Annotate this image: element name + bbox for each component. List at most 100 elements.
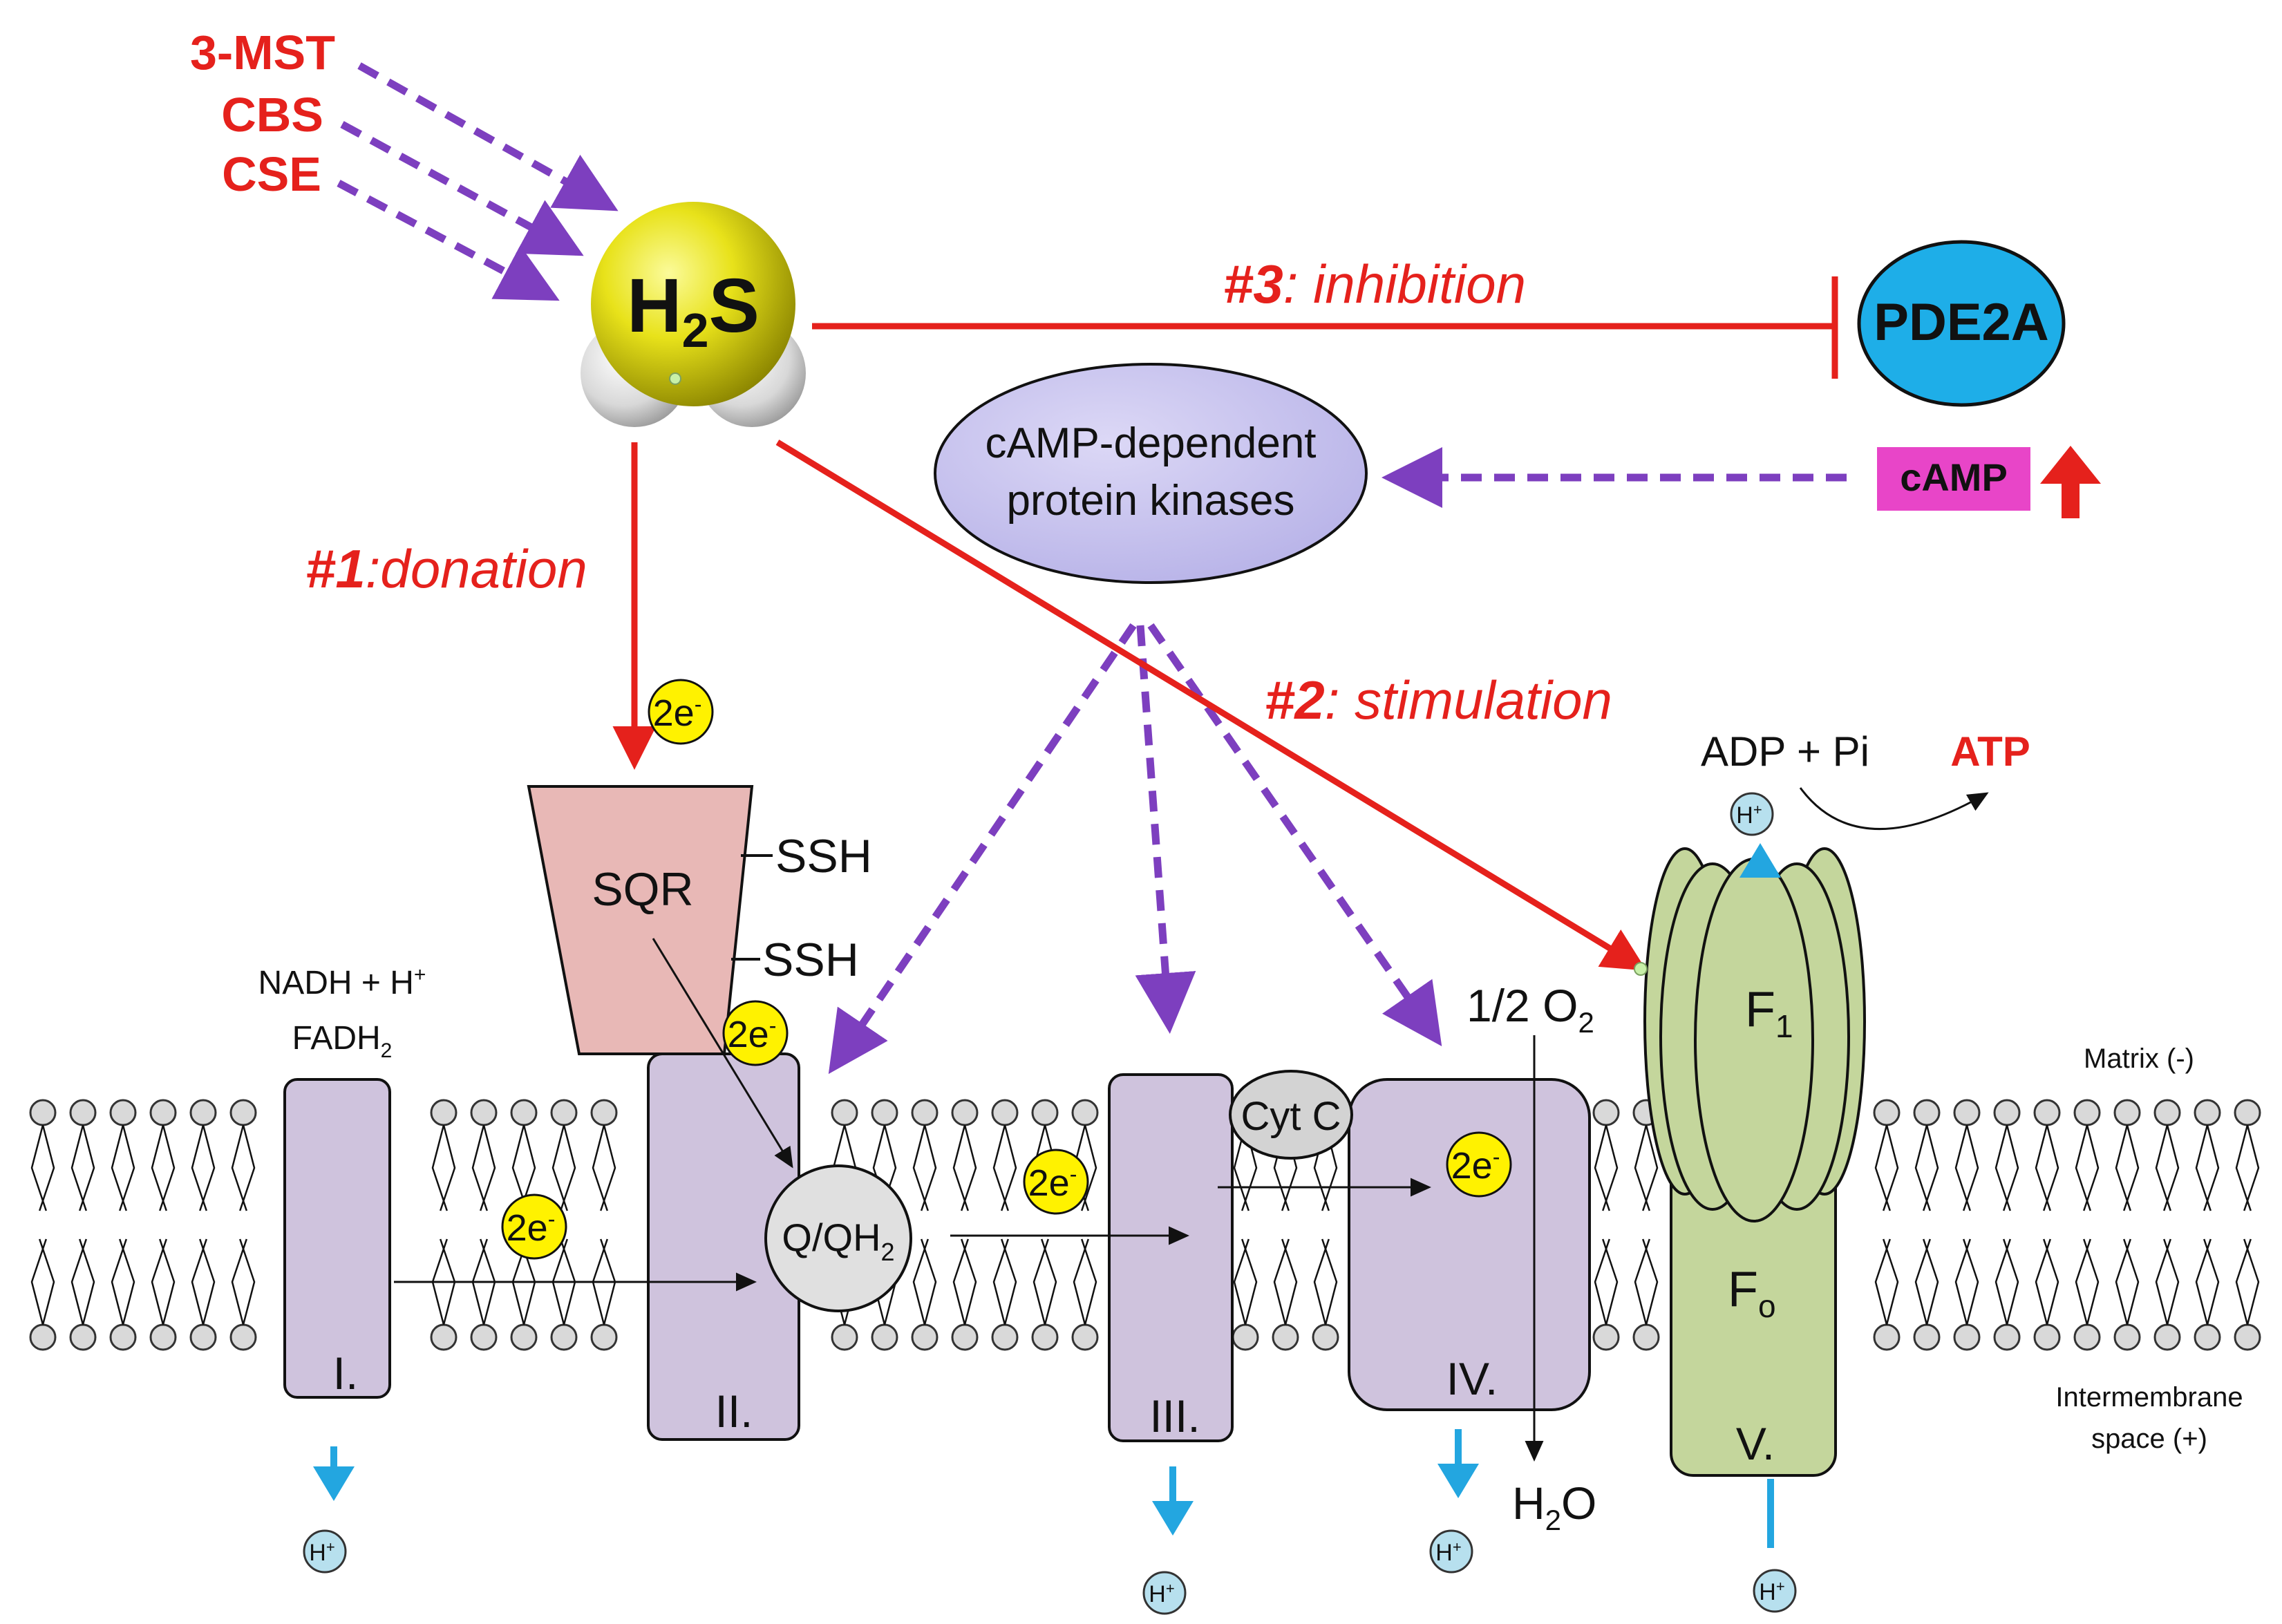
stimulation-arrow bbox=[775, 440, 1647, 971]
lipid-head bbox=[1031, 1323, 1059, 1351]
lipid-tail bbox=[30, 1124, 47, 1211]
lipid-head bbox=[2073, 1099, 2101, 1126]
lipid-head bbox=[149, 1099, 177, 1126]
electron-badge-circle bbox=[722, 1000, 789, 1066]
lipid-head bbox=[229, 1323, 257, 1351]
lipid-tail bbox=[1081, 1124, 1097, 1211]
lipid-head bbox=[1071, 1099, 1099, 1126]
lipid-head bbox=[951, 1099, 979, 1126]
lipid-head bbox=[2033, 1323, 2061, 1351]
lipid-tail bbox=[231, 1238, 247, 1325]
lipid-tail bbox=[2195, 1238, 2212, 1325]
lipid-tail bbox=[440, 1124, 456, 1211]
atp-synthase-contact-dot bbox=[1634, 962, 1648, 976]
proton-circle bbox=[1730, 792, 1774, 836]
lipid-tail bbox=[239, 1238, 256, 1325]
lipid-tail bbox=[30, 1238, 47, 1325]
lipid-tail bbox=[70, 1238, 87, 1325]
complex-ii-label: II. bbox=[715, 1386, 753, 1437]
complex-i-label: I. bbox=[333, 1348, 359, 1399]
lipid-tail bbox=[2195, 1124, 2212, 1211]
lipid-head bbox=[590, 1099, 618, 1126]
lipid-tail bbox=[2155, 1124, 2171, 1211]
lipid-tail bbox=[2003, 1124, 2019, 1211]
electron-badge-text: 2e- bbox=[728, 1013, 777, 1055]
lipid-tail bbox=[111, 1238, 127, 1325]
lipid-head bbox=[1873, 1323, 1901, 1351]
proton-text: H+ bbox=[1736, 801, 1762, 829]
lipid-tail bbox=[2043, 1238, 2059, 1325]
lipid-tail bbox=[600, 1124, 616, 1211]
stimulation-label: #2: stimulation bbox=[1265, 670, 1612, 730]
lipid-tail bbox=[592, 1124, 608, 1211]
lipid-head bbox=[590, 1323, 618, 1351]
lipid-head bbox=[911, 1099, 939, 1126]
lipid-tail bbox=[2083, 1124, 2100, 1211]
sqr-enzyme: SQR SSH SSH bbox=[527, 785, 872, 1055]
atp-synthase-f1-subunit-5 bbox=[1694, 858, 1814, 1222]
lipid-tail bbox=[2155, 1238, 2171, 1325]
lipid-head bbox=[1953, 1323, 1981, 1351]
lipid-tail bbox=[1914, 1124, 1931, 1211]
nadh-label: NADH + H+ bbox=[258, 963, 426, 1001]
lipid-tail bbox=[1642, 1238, 1659, 1325]
lipid-tail bbox=[1963, 1238, 1979, 1325]
arrow-kinase-complex3 bbox=[1135, 625, 1196, 1034]
lipid-tail bbox=[1594, 1124, 1610, 1211]
lipid-tail bbox=[1954, 1238, 1971, 1325]
adp-to-atp-arrow bbox=[1799, 787, 1989, 831]
lipid-head bbox=[189, 1099, 217, 1126]
lipid-head bbox=[470, 1323, 498, 1351]
inhibition-label: #3: inhibition bbox=[1223, 254, 1526, 314]
lipid-head bbox=[1272, 1323, 1299, 1351]
lipid-tail bbox=[2083, 1238, 2100, 1325]
lipid-head bbox=[1993, 1323, 2021, 1351]
lipid-tail bbox=[1995, 1238, 2011, 1325]
electron-badge-text: 2e- bbox=[507, 1207, 556, 1249]
lipid-head bbox=[189, 1323, 217, 1351]
lipid-tail bbox=[111, 1124, 127, 1211]
lipid-tail bbox=[79, 1238, 95, 1325]
lipid-tail bbox=[191, 1124, 207, 1211]
electron-badge-complex2: 2e- bbox=[722, 1000, 789, 1066]
lipid-head bbox=[29, 1323, 57, 1351]
lipid-tail bbox=[961, 1238, 977, 1325]
electron-badge-text: 2e- bbox=[1028, 1162, 1077, 1204]
proton-circle bbox=[1142, 1571, 1187, 1615]
lipid-tail bbox=[1081, 1238, 1097, 1325]
complex-i: I. bbox=[283, 1078, 391, 1399]
complex-iii-body bbox=[1108, 1073, 1234, 1442]
electron-badge-circle bbox=[648, 679, 714, 745]
lipid-tail bbox=[39, 1238, 55, 1325]
arrow-3mst-h2s bbox=[357, 62, 619, 211]
complex-iii: III. bbox=[1108, 1073, 1234, 1442]
arrow-sqr-to-q bbox=[652, 938, 793, 1169]
lipid-head bbox=[430, 1099, 458, 1126]
lipid-tail bbox=[992, 1124, 1009, 1211]
enzyme-cse: CSE bbox=[222, 147, 321, 201]
pde2a-label: PDE2A bbox=[1874, 293, 2048, 352]
cytc-ellipse bbox=[1229, 1070, 1353, 1160]
lipid-head bbox=[1913, 1323, 1941, 1351]
quinone-circle bbox=[764, 1164, 912, 1312]
lipid-tail bbox=[1954, 1124, 1971, 1211]
lipid-tail bbox=[1914, 1238, 1931, 1325]
lipid-tail bbox=[912, 1238, 929, 1325]
lipid-tail bbox=[1233, 1238, 1250, 1325]
kinase-to-complex-arrows bbox=[828, 623, 1442, 1075]
proton-badge-c4: H+ bbox=[1429, 1529, 1473, 1574]
lipid-head bbox=[1873, 1099, 1901, 1126]
lipid-tail bbox=[952, 1238, 969, 1325]
complex-iii-label: III. bbox=[1149, 1390, 1200, 1442]
lipid-head bbox=[109, 1099, 137, 1126]
lipid-tail bbox=[560, 1124, 576, 1211]
lipid-tail bbox=[2115, 1238, 2131, 1325]
lipid-tail bbox=[1642, 1124, 1659, 1211]
lipid-tail bbox=[239, 1124, 256, 1211]
arrow-cse-h2s bbox=[337, 180, 560, 301]
proton-text: H+ bbox=[309, 1538, 334, 1566]
camp-indicator: cAMP bbox=[1877, 446, 2101, 518]
pde2a-enzyme: PDE2A bbox=[1857, 240, 2066, 407]
lipid-tail bbox=[1995, 1124, 2011, 1211]
